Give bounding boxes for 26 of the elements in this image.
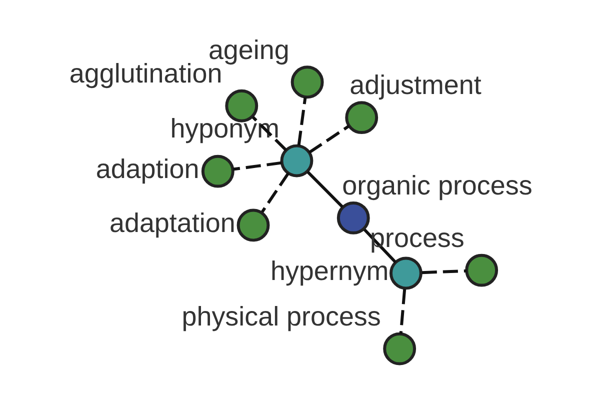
node-label: organic process <box>342 170 532 200</box>
connector <box>232 160 282 170</box>
connector <box>421 268 466 274</box>
node-circle <box>200 154 234 188</box>
node-label: physical process <box>181 300 380 331</box>
connector <box>362 228 396 263</box>
node-circle <box>388 256 422 290</box>
node-circle <box>464 253 498 286</box>
node-circle <box>236 208 270 242</box>
connector <box>296 96 306 146</box>
node-circle <box>290 65 324 98</box>
node-label: adjustment <box>349 70 481 100</box>
node-circle <box>336 200 370 234</box>
connector <box>398 288 406 334</box>
connector <box>306 170 344 208</box>
node-label: hyponym <box>170 112 280 143</box>
connector <box>308 124 350 154</box>
node-circle <box>382 332 416 365</box>
connector <box>251 116 287 151</box>
node-circle <box>280 144 313 177</box>
connector <box>260 172 290 212</box>
node-label: adaptation <box>108 207 235 238</box>
node-label: hypernym <box>270 255 388 286</box>
node-circle <box>344 100 378 134</box>
node-label: process <box>370 222 464 252</box>
node-label: adaption <box>95 153 199 184</box>
